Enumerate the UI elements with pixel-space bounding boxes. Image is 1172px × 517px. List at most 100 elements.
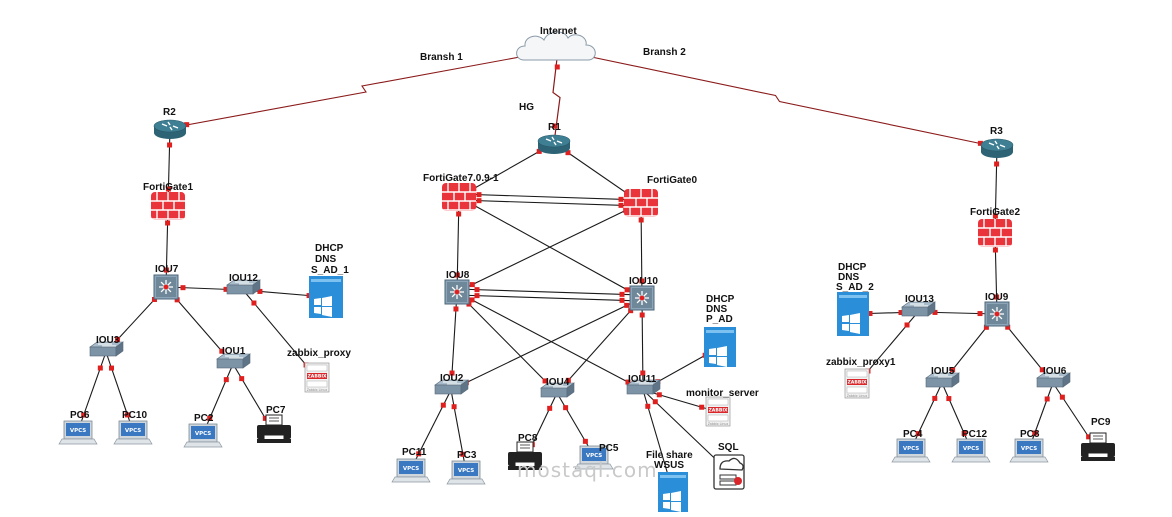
link-iou1-pc2 [202, 363, 234, 435]
port-iou6-pc8b2-a [1044, 396, 1050, 402]
wan-label-bransh1: Bransh 1 [420, 52, 463, 63]
link-fg709-fg0-0 [458, 193, 642, 201]
port-iou9-iou13-b [932, 309, 938, 315]
pc-label-pc2: PC2 [194, 413, 214, 424]
pc-label-pc3: PC3 [457, 450, 477, 461]
port-internet-r1-b [552, 123, 558, 129]
port-r1-fg709-a [536, 148, 542, 154]
port-iou8-iou10-1-b [619, 297, 625, 303]
switch-label-iou1: IOU1 [222, 346, 246, 357]
windows-server-icon-srv-hg [704, 327, 736, 367]
port-fg709-fg0-0-a [476, 192, 482, 198]
port-iou8-iou11-a [469, 297, 475, 303]
port-fg0-iou10-b [639, 278, 645, 284]
port-iou1-pc2-a [223, 377, 229, 383]
firewall-icon-fg709 [442, 183, 476, 211]
port-fg709-iou8-a [456, 211, 462, 217]
port-fg709-iou10-b [624, 287, 630, 293]
port-iou11-sql-a [652, 399, 658, 405]
port-iou1-pc7-a [239, 376, 245, 382]
port-iou1-pc7-b [262, 415, 268, 421]
l3-switch-icon-iou10 [629, 285, 655, 311]
link-iou6-pc8b2 [1028, 382, 1054, 450]
link-fg709-fg0-1 [458, 199, 642, 207]
link-iou10-iou2 [450, 297, 643, 391]
port-r3-fg2-b [992, 213, 998, 219]
port-iou4-pcp8-a [547, 405, 553, 411]
port-iou2-pc11-b [416, 451, 422, 457]
switch-label-iou4: IOU4 [546, 377, 570, 388]
port-iou2-pc11-a [440, 402, 446, 408]
pc-icon-pc2: VPCS [183, 423, 223, 448]
port-iou3-pc6-a [97, 365, 103, 371]
switch-label-iou3: IOU3 [96, 335, 120, 346]
pc-label-pc5: PC5 [599, 443, 619, 454]
port-fg1-iou7-a [165, 220, 171, 226]
switch-label-iou2: IOU2 [440, 373, 464, 384]
switch-label-iou5: IOU5 [931, 366, 955, 377]
port-iou7-iou1-b [219, 348, 225, 354]
port-r1-fg0-a [565, 150, 571, 156]
switch-label-iou11: IOU11 [628, 374, 657, 385]
zabbix-caption-zab1: Zabbix Linux [307, 388, 328, 392]
pc-screen-text-pc4: VPCS [903, 446, 919, 452]
server-label-b1-line2: DNS [315, 254, 337, 265]
switch-icon-iou6 [1036, 372, 1071, 388]
router-label-r2: R2 [163, 107, 176, 118]
port-fg709-iou8-b [454, 272, 460, 278]
port-iou9-iou5-a [983, 324, 989, 330]
link-iou8-iou10-0 [456, 288, 643, 296]
switch-icon-iou4 [540, 382, 575, 398]
firewall-icon-fg0 [624, 189, 658, 217]
pc-icon-pc6: VPCS [58, 420, 98, 445]
port-iou10-iou11-a [639, 312, 645, 318]
server-label-hg-line2: DNS [706, 304, 728, 315]
server-label-hg-line3: P_AD [706, 314, 733, 325]
printer-icon-pc7 [257, 414, 291, 443]
port-iou6-pc9-b [1086, 434, 1092, 440]
port-iou11-mon-b [699, 404, 705, 410]
switch-label-iou12: IOU12 [229, 273, 258, 284]
port-iou7-iou12-b [223, 286, 229, 292]
firewall-label-fortigate2: FortiGate2 [970, 207, 1021, 218]
link-internet-r2 [169, 49, 559, 129]
pc-screen-text-pc2: VPCS [195, 431, 211, 437]
zabbix-label-proxy: zabbix_proxy [287, 348, 351, 359]
port-iou4-pc5-b [582, 438, 588, 444]
port-iou3-pc10-b [125, 412, 131, 418]
port-iou6-pc9-a [1059, 394, 1065, 400]
pc-screen-text-pc8b2: VPCS [1021, 446, 1037, 452]
port-iou13-srv_b2-b [867, 310, 873, 316]
switch-icon-iou11 [626, 379, 661, 395]
link-iou2-pc3 [450, 389, 467, 472]
port-iou7-iou12-a [180, 285, 186, 291]
port-iou6-pc8b2-b [1032, 430, 1038, 436]
port-iou8-iou10-0-b [619, 291, 625, 297]
port-fg709-fg0-0-b [618, 196, 624, 202]
port-internet-r1-a [554, 64, 560, 70]
wan-label-hg: HG [519, 102, 534, 113]
port-iou11-mon-a [656, 392, 662, 398]
link-iou3-pc6 [77, 351, 107, 432]
port-iou8-iou10-1-a [474, 293, 480, 299]
ports-layer [81, 50, 1092, 479]
server-label-b2-line2: DNS [838, 272, 860, 283]
port-iou5-pc4-a [932, 395, 938, 401]
pc-icon-pc4: VPCS [891, 438, 931, 463]
port-fg0-iou10-a [638, 217, 644, 223]
port-fg1-iou7-b [163, 267, 169, 273]
l3switch-label-iou9: IOU9 [985, 292, 1009, 303]
port-iou8-iou11-b [625, 379, 631, 385]
l3-switch-icon-iou9 [984, 301, 1010, 327]
pc-icon-pc8b2: VPCS [1009, 438, 1049, 463]
printer-label-pc8: PC8 [518, 433, 538, 444]
port-iou10-iou4-a [628, 308, 634, 314]
zabbix-label-monitor: monitor_server [686, 388, 759, 399]
port-iou13-zab2-a [904, 322, 910, 328]
port-r2-fg1-b [165, 186, 171, 192]
port-iou1-pc2-b [207, 415, 213, 421]
pc-icon-pc3: VPCS [446, 460, 486, 485]
router-icon-r2 [153, 119, 187, 139]
port-iou10-iou11-b [640, 370, 646, 376]
